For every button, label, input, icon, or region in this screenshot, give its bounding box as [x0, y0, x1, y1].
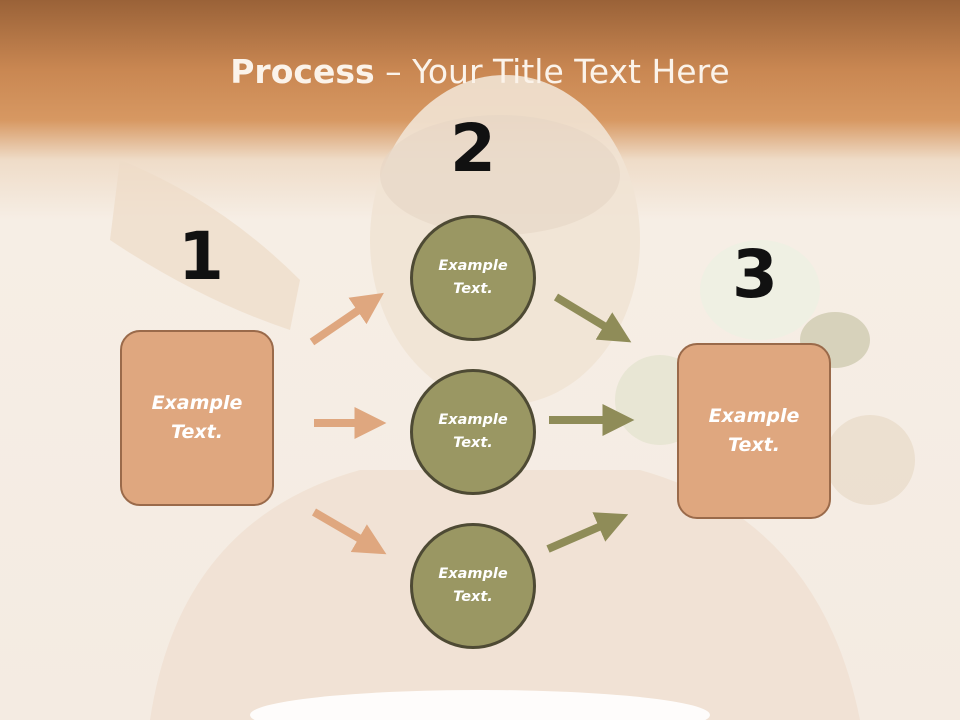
circle-bottom: Example Text.: [410, 523, 536, 649]
circle-top: Example Text.: [410, 215, 536, 341]
arrow-to-top: [309, 292, 384, 346]
step-box-1: Example Text.: [120, 330, 274, 506]
title-bold: Process: [230, 52, 375, 91]
step-number-2: 2: [450, 110, 496, 187]
arrow-to-bottom: [311, 508, 387, 555]
step-box-3: Example Text.: [677, 343, 831, 519]
slide-title: Process – Your Title Text Here: [0, 52, 960, 91]
step-number-3: 3: [732, 236, 778, 313]
circle-middle: Example Text.: [410, 369, 536, 495]
step-number-1: 1: [178, 218, 224, 295]
arrow-from-top: [553, 293, 632, 343]
arrow-from-bottom: [546, 512, 629, 553]
title-rest: – Your Title Text Here: [374, 52, 730, 91]
